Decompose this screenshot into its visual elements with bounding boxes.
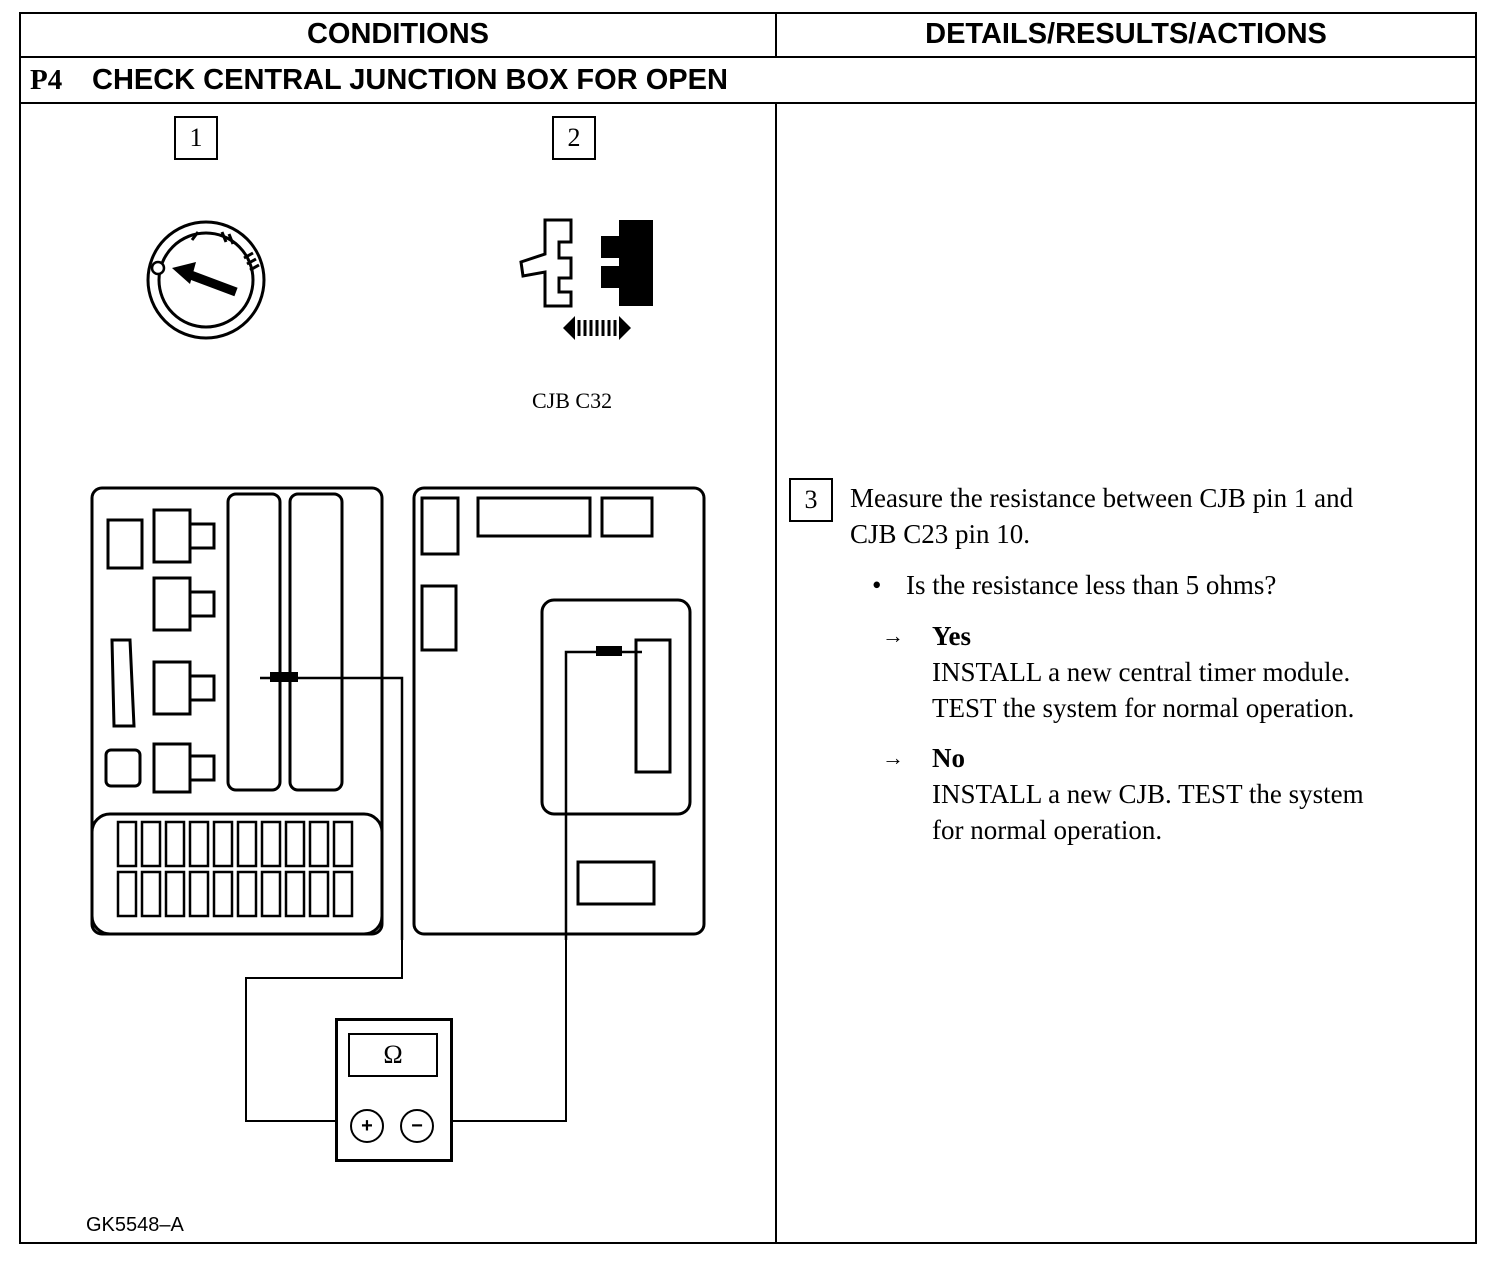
no-arrow: → [882, 745, 904, 770]
conditions-header: CONDITIONS [306, 18, 490, 50]
instruction-line-1: Measure the resistance between CJB pin 1… [850, 483, 1354, 513]
lead-left-vertical [401, 678, 403, 978]
no-label: No [932, 743, 965, 773]
figure-id: GK5548–A [86, 1214, 184, 1236]
yes-arrow: → [882, 623, 904, 648]
yes-action-line-2: TEST the system for normal operation. [932, 693, 1355, 723]
lead-left-to-meter [245, 1120, 335, 1122]
table-border-top [19, 12, 1477, 14]
yes-action-line-1: INSTALL a new central timer module. [932, 657, 1351, 687]
ohmmeter-icon: Ω + − [335, 1018, 453, 1162]
meter-plus-terminal: + [350, 1109, 384, 1143]
procedure-id: P4 [30, 64, 63, 96]
title-divider [19, 102, 1477, 104]
instruction-line-2: CJB C23 pin 10. [850, 519, 1031, 549]
lead-left-horizontal [245, 977, 403, 979]
ignition-switch-icon [146, 220, 266, 340]
procedure-title: CHECK CENTRAL JUNCTION BOX FOR OPEN [92, 64, 728, 96]
meter-display: Ω [348, 1033, 438, 1077]
lead-right-vertical [565, 652, 567, 1122]
no-action-line-2: for normal operation. [932, 815, 1163, 845]
lead-right-to-meter [449, 1120, 567, 1122]
bullet: • [872, 570, 882, 600]
table-border-left [19, 12, 21, 1244]
lead-left-down [245, 977, 247, 1121]
table-border-bottom [19, 1242, 1477, 1244]
step-3-box: 3 [789, 478, 833, 522]
body-column-divider [775, 102, 777, 1244]
step-1-box: 1 [174, 116, 218, 160]
yes-label: Yes [932, 621, 971, 651]
header-divider [19, 56, 1477, 58]
header-column-divider [775, 12, 777, 58]
connector-label: CJB C32 [532, 388, 613, 413]
step-2-box: 2 [552, 116, 596, 160]
junction-box-icon [90, 486, 706, 940]
question: Is the resistance less than 5 ohms? [906, 570, 1277, 600]
details-header: DETAILS/RESULTS/ACTIONS [925, 18, 1327, 50]
table-border-right [1475, 12, 1477, 1244]
no-action-line-1: INSTALL a new CJB. TEST the system [932, 779, 1364, 809]
meter-minus-terminal: − [400, 1109, 434, 1143]
connector-disconnect-icon [519, 218, 653, 340]
